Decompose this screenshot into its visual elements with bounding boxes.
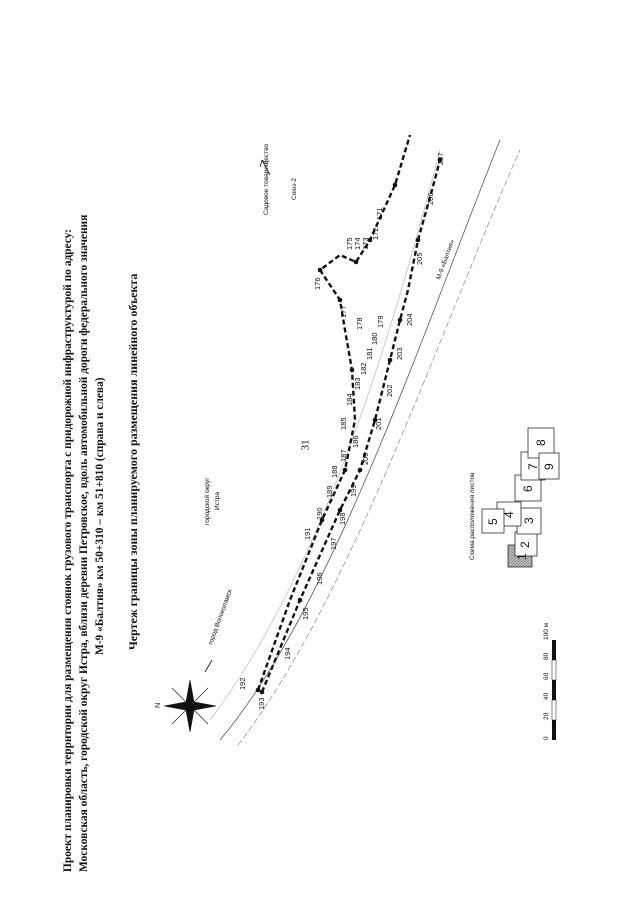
label-192: 192: [238, 677, 247, 690]
point-181: [349, 367, 355, 373]
label-178: 178: [355, 317, 364, 330]
label-172: 172: [371, 227, 380, 240]
label-204: 204: [405, 313, 414, 326]
point-192: [255, 687, 261, 693]
sheet-layout: [481, 427, 560, 568]
label-200: 200: [361, 452, 370, 465]
label-184: 184: [345, 393, 354, 406]
label-188: 188: [330, 465, 339, 478]
scale-bar: [551, 640, 557, 740]
label-193: 193: [257, 697, 266, 710]
zone-boundary-inner: [256, 134, 412, 691]
sheet-label-4: 4: [502, 511, 516, 518]
label-190: 190: [315, 507, 324, 520]
label-201: 201: [374, 417, 383, 430]
point-205: [415, 237, 421, 243]
sheet-5: [481, 508, 505, 534]
district-label-1: городской округ: [203, 477, 211, 525]
sheet-layout-title: Схема расположения листов: [469, 472, 476, 560]
sheet-9: [538, 452, 560, 480]
label-197: 197: [329, 537, 338, 550]
label-182: 182: [359, 362, 368, 375]
label-181: 181: [365, 347, 374, 360]
boundary-points: [255, 157, 443, 695]
label-191: 191: [303, 527, 312, 540]
point-201: [372, 417, 378, 423]
label-177: 177: [339, 305, 348, 318]
label-179: 179: [376, 315, 385, 328]
label-207: 207: [436, 152, 445, 165]
road-edge-inner: [237, 149, 521, 746]
compass-rose: [163, 679, 217, 733]
point-187: [342, 467, 348, 473]
sheet-label-2: 2: [518, 541, 532, 548]
road-edge-outer: [219, 139, 501, 741]
point-176: [317, 267, 323, 273]
scale-tick-80: 80: [543, 652, 550, 660]
label-173: 173: [361, 237, 370, 250]
arrow-city: [204, 659, 213, 673]
label-189: 189: [325, 485, 334, 498]
district-label-2: Истра: [214, 491, 221, 510]
snt-name-label: Союз-2: [291, 178, 298, 200]
point-171: [392, 182, 398, 188]
label-171: 171: [375, 207, 384, 220]
label-175: 175: [345, 237, 354, 250]
label-180: 180: [370, 332, 379, 345]
label-198: 198: [338, 512, 347, 525]
label-174: 174: [353, 237, 362, 250]
label-185: 185: [339, 417, 348, 430]
label-195: 195: [301, 607, 310, 620]
label-187: 187: [339, 449, 348, 462]
label-186: 186: [351, 435, 360, 448]
label-203: 203: [395, 347, 404, 360]
point-196: [297, 597, 303, 603]
point-190: [319, 517, 325, 523]
scale-tick-60: 60: [543, 672, 550, 680]
scale-tick-40: 40: [543, 692, 550, 700]
arrow-snt: [261, 159, 271, 176]
sheet-label-6: 6: [521, 485, 535, 492]
point-177: [337, 297, 343, 303]
label-176: 176: [313, 277, 322, 290]
point-198: [337, 507, 343, 513]
sheet-label-5: 5: [486, 518, 500, 525]
label-206: 206: [426, 192, 435, 205]
point-207: [437, 157, 443, 163]
sheet-label-3: 3: [522, 517, 536, 524]
point-202: [387, 357, 393, 363]
to-city-label: город Волоколамск: [207, 588, 234, 645]
label-194: 194: [283, 647, 292, 660]
label-199: 199: [349, 484, 358, 497]
scale-tick-20: 20: [543, 712, 550, 720]
sheet-label-7: 7: [526, 463, 540, 470]
scale-tick-100: 100 м: [543, 622, 550, 640]
point-200: [357, 467, 363, 473]
label-205: 205: [415, 252, 424, 265]
point-172: [367, 237, 373, 243]
point-204: [397, 317, 403, 323]
point-193: [259, 689, 265, 695]
point-174: [353, 259, 359, 265]
north-label: N: [153, 703, 162, 708]
label-196: 196: [315, 572, 324, 585]
snt-label: Садовое товарищество: [263, 144, 270, 215]
road-side-line: [209, 149, 441, 721]
scale-tick-0: 0: [543, 736, 550, 740]
sheet-label-8: 8: [534, 439, 548, 446]
label-202: 202: [385, 384, 394, 397]
sheet-label-1: 1: [515, 553, 529, 560]
label-183: 183: [353, 377, 362, 390]
sheet-label-9: 9: [542, 463, 556, 470]
